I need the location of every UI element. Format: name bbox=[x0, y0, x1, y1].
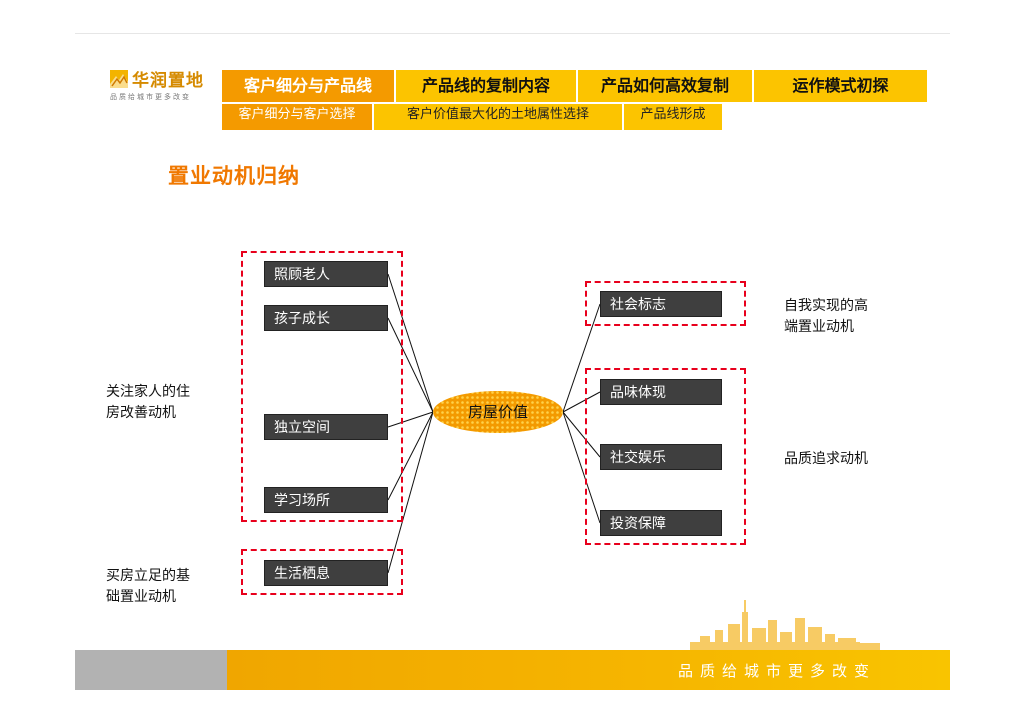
box-care-elderly: 照顾老人 bbox=[264, 261, 388, 287]
label-family-motive: 关注家人的住 房改善动机 bbox=[106, 382, 190, 424]
label-basic-motive-line2: 础置业动机 bbox=[106, 589, 176, 605]
box-social-symbol: 社会标志 bbox=[600, 291, 722, 317]
tab-operation-mode[interactable]: 运作模式初探 bbox=[754, 70, 927, 102]
box-independent-space: 独立空间 bbox=[264, 414, 388, 440]
label-basic-motive-line1: 买房立足的基 bbox=[106, 568, 190, 584]
footer-slogan: 品质给城市更多改变 bbox=[678, 662, 877, 680]
center-node-label: 房屋价值 bbox=[467, 403, 528, 421]
tab-efficient-copy[interactable]: 产品如何高效复制 bbox=[578, 70, 752, 102]
logo-slogan: 品质给城市更多改变 bbox=[110, 93, 191, 101]
subtab-product-line-formation[interactable]: 产品线形成 bbox=[624, 104, 722, 130]
box-study-place: 学习场所 bbox=[264, 487, 388, 513]
dashed-group-quality bbox=[585, 368, 746, 545]
page-title: 置业动机归纳 bbox=[168, 164, 300, 188]
footer-gray-band bbox=[75, 650, 227, 690]
subtab-customer-selection[interactable]: 客户细分与客户选择 bbox=[222, 104, 372, 130]
box-social-entertainment: 社交娱乐 bbox=[600, 444, 722, 470]
label-self-realization: 自我实现的高 端置业动机 bbox=[784, 296, 868, 338]
tab-customer-segmentation[interactable]: 客户细分与产品线 bbox=[222, 70, 394, 102]
label-family-motive-line1: 关注家人的住 bbox=[106, 384, 190, 400]
center-ellipse bbox=[433, 391, 563, 433]
tab-product-line-copy[interactable]: 产品线的复制内容 bbox=[396, 70, 576, 102]
dashed-group-family bbox=[241, 251, 403, 522]
dashed-group-basic bbox=[241, 549, 403, 595]
label-basic-motive: 买房立足的基 础置业动机 bbox=[106, 566, 190, 608]
dashed-group-social bbox=[585, 281, 746, 326]
logo-mark-icon bbox=[110, 70, 128, 88]
box-living-shelter: 生活栖息 bbox=[264, 560, 388, 586]
slide bbox=[75, 33, 950, 691]
box-child-growth: 孩子成长 bbox=[264, 305, 388, 331]
box-taste: 品味体现 bbox=[600, 379, 722, 405]
label-self-realization-line2: 端置业动机 bbox=[784, 319, 854, 335]
label-quality-motive: 品质追求动机 bbox=[784, 451, 868, 467]
label-family-motive-line2: 房改善动机 bbox=[106, 405, 176, 421]
footer-orange-band bbox=[227, 650, 950, 690]
box-investment: 投资保障 bbox=[600, 510, 722, 536]
subtab-land-attribute[interactable]: 客户价值最大化的土地属性选择 bbox=[374, 104, 622, 130]
logo-name: 华润置地 bbox=[132, 71, 204, 91]
label-self-realization-line1: 自我实现的高 bbox=[784, 298, 868, 314]
